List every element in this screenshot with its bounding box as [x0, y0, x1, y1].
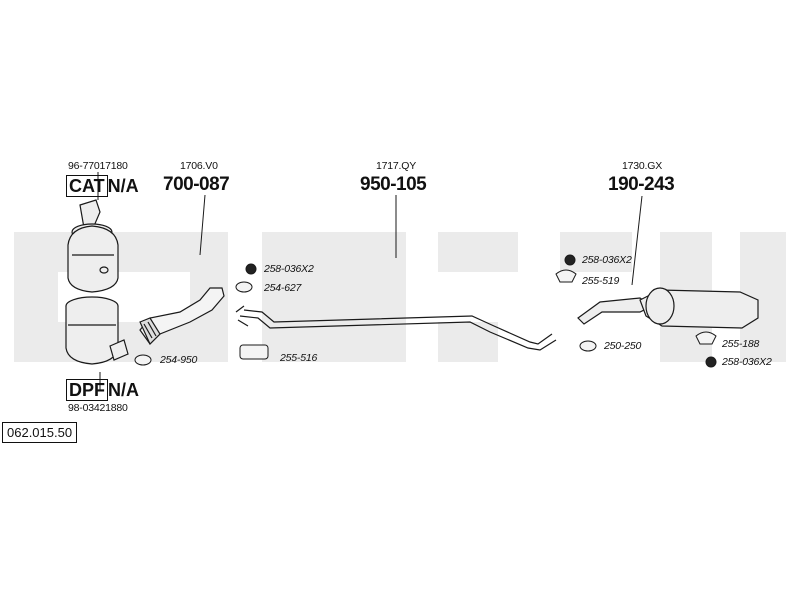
section-part-3: 190-243	[608, 174, 675, 195]
catalytic-converter	[67, 199, 119, 293]
front-pipe	[139, 287, 225, 346]
nut-icon	[564, 254, 576, 266]
component-label-9: 258-036X2	[722, 356, 772, 368]
nut-icon	[245, 263, 257, 275]
gasket-icon	[134, 354, 152, 366]
component-label-1: 258-036X2	[264, 263, 314, 275]
dpf-filter	[65, 296, 129, 365]
hanger-icon	[695, 331, 717, 345]
section-oem-1: 1706.V0	[180, 160, 218, 172]
ring-icon	[579, 340, 597, 352]
reference-number: 062.015.50	[2, 422, 78, 443]
dpf-label: DPF	[66, 379, 108, 401]
section-part-1: 700-087	[163, 174, 230, 195]
gasket-icon	[235, 281, 253, 293]
cat-label: CAT	[66, 175, 108, 197]
component-label-6: 255-519	[582, 275, 620, 287]
section-part-2: 950-105	[360, 174, 427, 195]
clamp-icon	[239, 344, 269, 360]
component-label-3: 254-950	[160, 354, 198, 366]
component-label-5: 258-036X2	[582, 254, 632, 266]
section-oem-3: 1730.GX	[622, 160, 663, 172]
dpf-value: N/A	[108, 380, 139, 400]
component-label-4: 255-516	[280, 352, 318, 364]
component-label-2: 254-627	[264, 282, 302, 294]
cat-oem-number: 96-77017180	[68, 160, 128, 172]
middle-pipe	[235, 305, 557, 351]
section-oem-2: 1717.QY	[376, 160, 417, 172]
cat-value: N/A	[107, 176, 139, 196]
hardware-icons	[134, 254, 717, 368]
component-label-7: 250-250	[604, 340, 642, 352]
hanger-icon	[555, 269, 577, 283]
dpf-oem-number: 98-03421880	[68, 402, 128, 414]
component-label-8: 255-188	[722, 338, 760, 350]
nut-icon	[705, 356, 717, 368]
rear-muffler	[577, 287, 759, 329]
leader-lines	[97, 172, 643, 390]
